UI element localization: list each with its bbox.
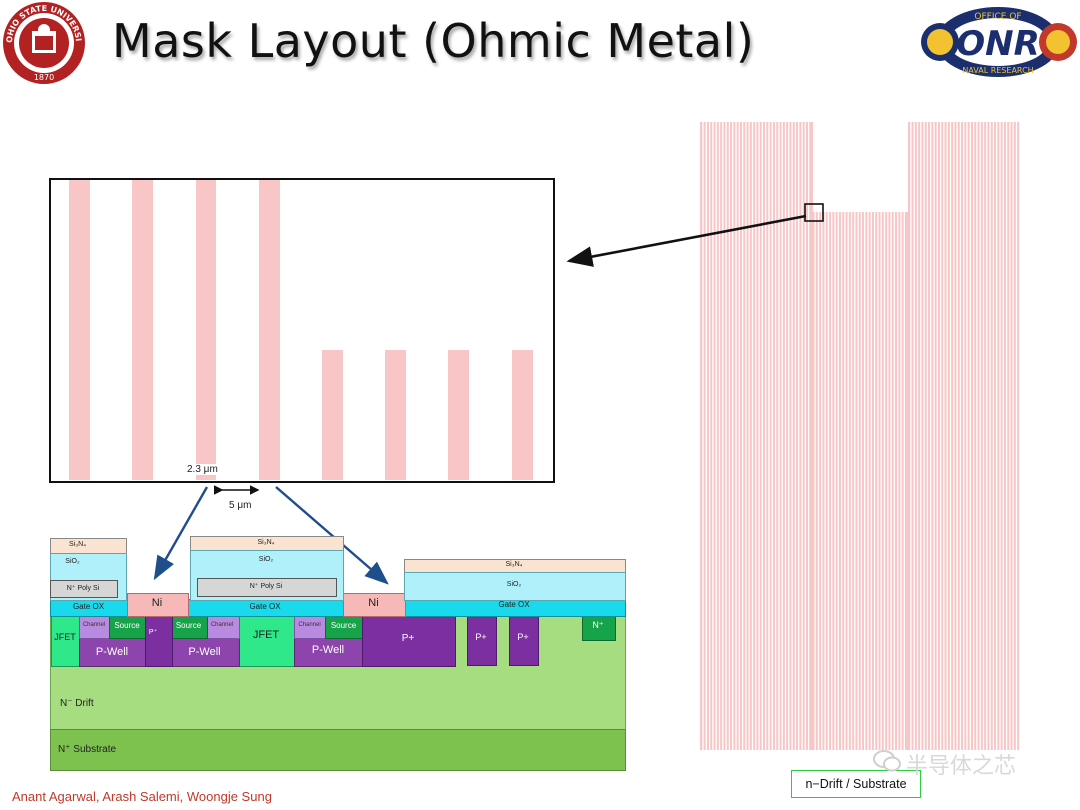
source-label-3: Source xyxy=(330,621,357,630)
ni-label-2: Ni xyxy=(368,597,379,609)
gate-ox-label-1: Gate OX xyxy=(72,602,105,611)
ohio-state-seal-icon: OHIO STATE UNIVERSITY 1870 xyxy=(0,0,85,84)
inset-stripe-short xyxy=(385,350,406,480)
sio2-middle xyxy=(190,550,344,601)
onr-main-text: ONR xyxy=(956,24,1040,64)
sio2-label-left: SiO₂ xyxy=(65,558,80,565)
wechat-icon xyxy=(873,750,901,772)
p-plus-large xyxy=(362,615,456,667)
channel-label-2: Channel xyxy=(210,622,234,628)
si3n4-label-right: Si₃N₄ xyxy=(505,561,523,568)
p-plus-island-1 xyxy=(467,615,497,666)
p-well-1 xyxy=(79,615,147,667)
jfet-region-left xyxy=(51,615,81,667)
p-well-2 xyxy=(171,615,240,667)
sio2-label-middle: SiO₂ xyxy=(258,556,274,563)
n-drift-layer xyxy=(50,614,626,731)
onr-logo-icon: OFFICE OF ONR NAVAL RESEARCH xyxy=(921,7,1077,77)
jfet-label-middle: JFET xyxy=(252,629,280,641)
poly-si-left xyxy=(50,580,118,598)
si3n4-right xyxy=(404,559,626,575)
source-3 xyxy=(325,615,364,639)
n-plus-label: N⁺ xyxy=(592,620,604,630)
sio2-label-right: SiO₂ xyxy=(506,581,522,588)
ni-contact-2 xyxy=(343,593,406,617)
channel-3 xyxy=(294,615,327,639)
gate-ox-3 xyxy=(404,599,626,617)
inset-stripe-short xyxy=(322,350,343,480)
onr-top-text: OFFICE OF xyxy=(974,12,1021,22)
p-well-3 xyxy=(294,615,364,667)
channel-1 xyxy=(79,615,111,639)
si3n4-label-left: Si₃N₄ xyxy=(69,541,86,548)
ni-contact-1 xyxy=(127,593,189,617)
inset-stripe-short xyxy=(512,350,533,480)
poly-si-middle xyxy=(197,578,337,597)
n-drift-label: N⁻ Drift xyxy=(60,698,94,709)
poly-si-label-left: N⁺ Poly Si xyxy=(66,585,100,592)
si3n4-label-middle: Si₃N₄ xyxy=(257,539,275,546)
p-plus-island-label-1: P+ xyxy=(475,632,487,642)
p-well-label-3: P-Well xyxy=(311,644,345,656)
n-substrate-label: N⁺ Substrate xyxy=(58,744,117,755)
gate-ox-1 xyxy=(50,599,129,617)
page-title: Mask Layout (Ohmic Metal) xyxy=(112,14,755,68)
sio2-right xyxy=(404,572,626,601)
source-label-1: Source xyxy=(114,621,140,630)
poly-si-label-middle: N⁺ Poly Si xyxy=(249,583,283,590)
ni-label-1: Ni xyxy=(151,597,163,609)
gate-ox-label-3: Gate OX xyxy=(498,600,530,609)
dimension-small-label: 2.3 μm xyxy=(186,464,219,475)
p-well-label-2: P-Well xyxy=(188,646,221,658)
jfet-label-left: JFET xyxy=(54,632,76,642)
jfet-region-middle xyxy=(238,615,296,667)
author-credit: Anant Agarwal, Arash Salemi, Woongje Sun… xyxy=(12,789,272,804)
si3n4-middle xyxy=(190,536,344,553)
p-plus-small-label: P⁺ xyxy=(148,629,158,636)
p-plus-small xyxy=(145,615,173,667)
inset-stripe xyxy=(132,180,153,480)
gate-ox-label-2: Gate OX xyxy=(249,602,281,611)
n-substrate-layer xyxy=(50,729,626,771)
source-label-2: Source xyxy=(175,621,202,630)
n-plus-region xyxy=(582,615,616,641)
dimension-large-label: 5 μm xyxy=(229,500,252,511)
source-2 xyxy=(171,615,208,639)
inset-stripe xyxy=(69,180,90,480)
onr-bottom-text: NAVAL RESEARCH xyxy=(962,66,1033,75)
legend-label: n−Drift / Substrate xyxy=(791,770,921,798)
p-plus-island-label-2: P+ xyxy=(517,632,529,642)
channel-label-3: Channel xyxy=(298,622,321,628)
gate-ox-2 xyxy=(187,599,345,617)
inset-stripe-short xyxy=(448,350,469,480)
channel-label-1: Channel xyxy=(82,622,106,628)
p-plus-island-2 xyxy=(509,615,539,666)
sio2-left xyxy=(50,553,127,601)
zoom-marker-box xyxy=(804,203,824,222)
p-plus-large-label: P+ xyxy=(401,633,415,644)
mask-layout-full xyxy=(700,122,1021,750)
p-well-label-1: P-Well xyxy=(95,646,129,658)
watermark-text: 半导体之芯 xyxy=(906,754,1017,779)
zoom-inset xyxy=(49,178,555,483)
channel-2 xyxy=(206,615,240,639)
si3n4-left xyxy=(50,538,127,556)
inset-stripe xyxy=(259,180,280,480)
source-1 xyxy=(109,615,147,639)
seal-year: 1870 xyxy=(34,73,54,82)
inset-stripe xyxy=(196,180,216,480)
